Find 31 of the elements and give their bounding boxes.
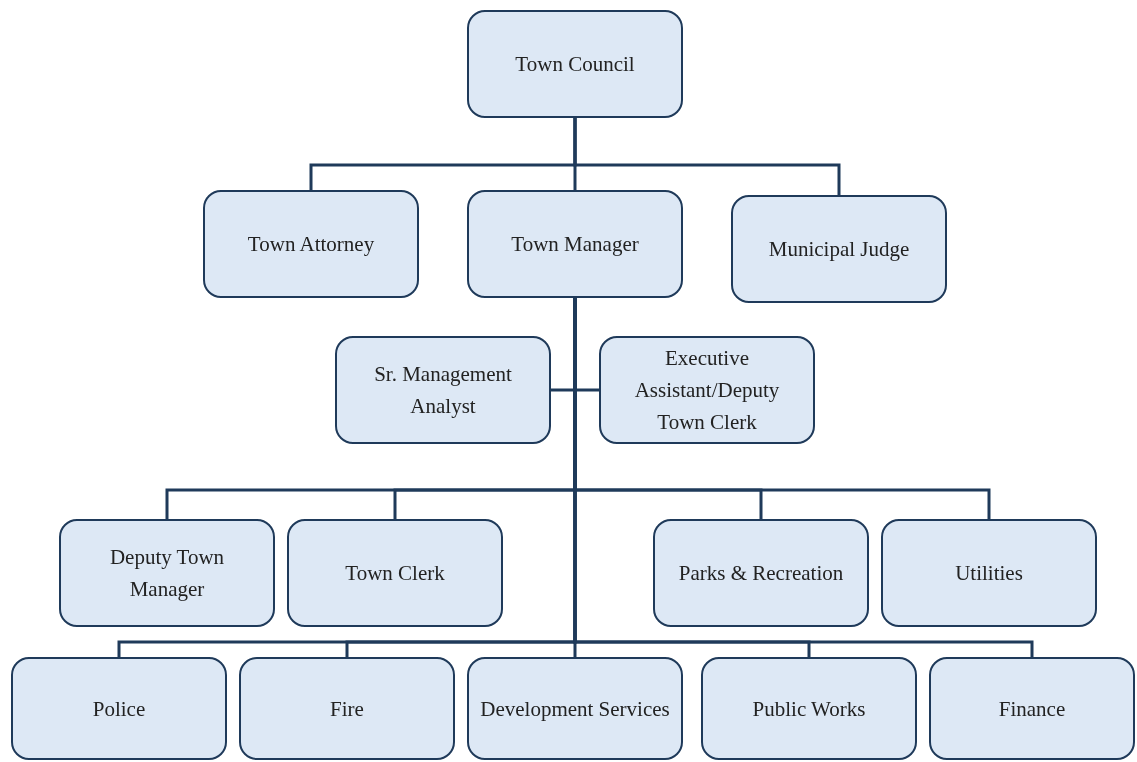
role-title: Town Attorney (247, 231, 375, 258)
org-box (467, 657, 683, 760)
org-box (467, 190, 683, 298)
org-box (701, 657, 917, 760)
role-title: Finance (998, 695, 1066, 723)
role-title: Utilities (955, 560, 1023, 587)
role-title: Executive Assistant/Deputy Town Clerk (633, 345, 781, 436)
org-box (11, 657, 227, 760)
role-title: Municipal Judge (768, 236, 910, 263)
role-title: Development Services (480, 695, 670, 723)
role-title: Town Manager (511, 231, 639, 258)
org-box (335, 336, 551, 444)
role-title: Parks & Recreation (678, 560, 844, 587)
org-box (239, 657, 455, 760)
role-title: Police (92, 695, 146, 723)
role-title: Town Council (515, 51, 635, 78)
org-box (203, 190, 419, 298)
role-title: Fire (330, 695, 364, 723)
org-box (929, 657, 1135, 760)
role-title: Sr. Management Analyst (373, 361, 513, 420)
org-box (467, 10, 683, 118)
connector-line (573, 118, 841, 195)
org-box (653, 519, 869, 627)
org-box (287, 519, 503, 627)
org-box (599, 336, 815, 444)
role-title: Deputy Town Manager (108, 544, 226, 603)
org-box (59, 519, 275, 627)
org-box (731, 195, 947, 303)
org-box (881, 519, 1097, 627)
role-title: Town Clerk (345, 560, 445, 587)
role-title: Public Works (752, 695, 866, 723)
